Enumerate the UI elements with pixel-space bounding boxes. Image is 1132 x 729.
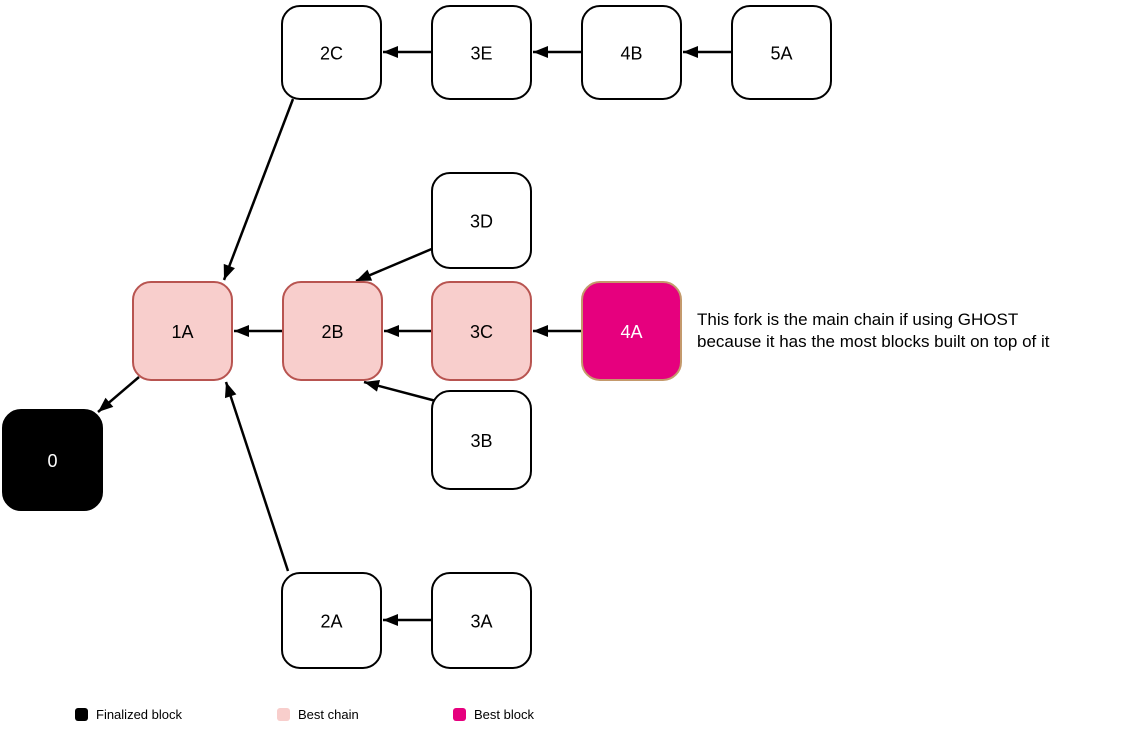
block-4B-shape	[581, 5, 682, 100]
legend-label-finalized-block: Finalized block	[96, 706, 182, 722]
legend-item-finalized-block: Finalized block	[75, 704, 182, 724]
block-2A-shape	[281, 572, 382, 669]
block-4A-shape	[581, 281, 682, 381]
block-3C-shape	[431, 281, 532, 381]
block-3D-shape	[431, 172, 532, 269]
block-3D: 3D	[431, 172, 532, 269]
annotation-text: This fork is the main chain if using GHO…	[697, 309, 1049, 353]
edges-layer	[97, 46, 732, 626]
block-2B: 2B	[282, 281, 383, 381]
block-0-label: 0	[47, 451, 57, 471]
block-2A-label: 2A	[320, 612, 342, 632]
best-chain-swatch-icon	[277, 707, 290, 721]
block-3B: 3B	[431, 390, 532, 490]
legend-item-best-block: Best block	[453, 704, 534, 724]
annotation-line-1: This fork is the main chain if using GHO…	[697, 310, 1019, 329]
legend-label-best-chain: Best chain	[298, 706, 359, 722]
block-1A: 1A	[132, 281, 233, 381]
block-3D-label: 3D	[470, 212, 493, 232]
blocks-layer: 0 1A 2A 2B 2C 3A 3B 3C 3D 3E 4A 4B 5A	[2, 5, 832, 669]
block-4A: 4A	[581, 281, 682, 381]
block-3E: 3E	[431, 5, 532, 100]
block-2C: 2C	[281, 5, 382, 100]
edge-2C-to-1A	[222, 98, 295, 281]
block-5A-shape	[731, 5, 832, 100]
block-4B-label: 4B	[620, 44, 642, 64]
block-2B-label: 2B	[321, 322, 343, 342]
block-3B-shape	[431, 390, 532, 490]
block-3C-label: 3C	[470, 322, 493, 342]
edge-3B-to-2B	[363, 380, 437, 403]
block-3E-shape	[431, 5, 532, 100]
block-2A: 2A	[281, 572, 382, 669]
edge-3D-to-2B	[355, 246, 435, 283]
block-2C-shape	[281, 5, 382, 100]
block-3E-label: 3E	[470, 44, 492, 64]
annotation-line-2: because it has the most blocks built on …	[697, 332, 1050, 351]
block-4A-label: 4A	[620, 322, 642, 342]
block-2C-label: 2C	[320, 44, 343, 64]
finalized-block-swatch-icon	[75, 707, 88, 721]
block-0: 0	[2, 409, 103, 511]
best-block-swatch-icon	[453, 707, 466, 721]
block-5A-label: 5A	[770, 44, 792, 64]
block-2B-shape	[282, 281, 383, 381]
edge-1A-to-0	[97, 376, 140, 413]
edge-2A-to-1A	[224, 381, 290, 572]
block-5A: 5A	[731, 5, 832, 100]
block-3A-label: 3A	[470, 612, 492, 632]
block-3A-shape	[431, 572, 532, 669]
block-3C: 3C	[431, 281, 532, 381]
legend-label-best-block: Best block	[474, 706, 534, 722]
block-3B-label: 3B	[470, 431, 492, 451]
block-1A-shape	[132, 281, 233, 381]
block-1A-label: 1A	[171, 322, 193, 342]
block-3A: 3A	[431, 572, 532, 669]
block-4B: 4B	[581, 5, 682, 100]
legend-item-best-chain: Best chain	[277, 704, 359, 724]
block-0-shape	[2, 409, 103, 511]
